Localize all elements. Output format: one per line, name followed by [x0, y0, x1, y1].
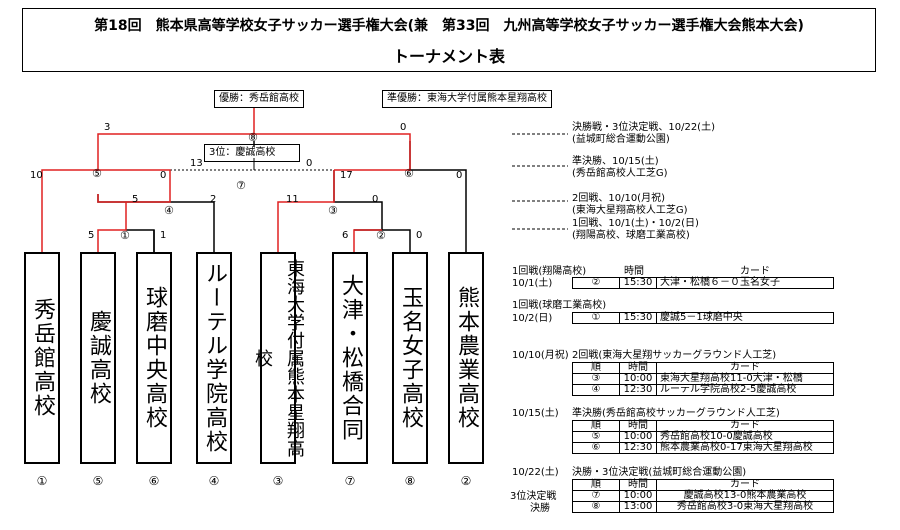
schedule-second-round: 2回戦、10/10(月祝)(東海大星翔高校人工芝G)	[572, 193, 688, 216]
line-shugakukan-win-a	[41, 169, 98, 252]
team-name: 秀岳館高校	[30, 298, 55, 418]
team-box: 球磨中央高校	[136, 252, 172, 464]
section-title: 1回戦(翔陽高校)	[512, 266, 587, 277]
team-box: 熊本農業高校	[448, 252, 484, 464]
score-qf-right-b: 0	[372, 194, 379, 205]
line-final-left	[97, 133, 254, 170]
sf-left-no: ⑤	[92, 167, 102, 180]
match-table: ② 15:30 大津・松橋６－０玉名女子	[572, 277, 834, 289]
team-name: ルーテル学院高校	[202, 262, 227, 454]
section-title: 決勝・3位決定戦(益城町総合運動公園)	[572, 467, 747, 478]
score-qf-left-b: 2	[210, 194, 217, 205]
team-position: ⑤	[92, 474, 104, 488]
table-row: ③ 10:00 東海大星翔高校11-0大津・松橋	[572, 373, 834, 385]
winner-box: 優勝：秀岳館高校	[214, 90, 304, 108]
table-row: ① 15:30 慶誠5－1球磨中央	[572, 312, 834, 324]
team-position: ②	[460, 474, 472, 488]
line-final-right	[254, 133, 411, 171]
score-sf-left-a: 10	[30, 170, 43, 181]
score-sf-right-a: 17	[340, 170, 353, 181]
match-table: ① 15:30 慶誠5－1球磨中央	[572, 312, 834, 324]
third-place-box: 3位：慶誠高校	[204, 144, 300, 162]
match-table: 順 時間 カード ③ 10:00 東海大星翔高校11-0大津・松橋 ④ 12:3…	[572, 362, 834, 396]
section-title: 1回戦(球磨工業高校)	[512, 300, 607, 311]
score-r1-right-b: 0	[416, 230, 423, 241]
qf-left-no: ④	[164, 204, 174, 217]
table-row: ⑧ 13:00 秀岳館高校3-0東海大星翔高校	[572, 501, 834, 513]
table-row: ⑤ 10:00 秀岳館高校10-0慶誠高校	[572, 431, 834, 443]
tournament-title: 第18回 熊本県高等学校女子サッカー選手権大会(兼 第33回 九州高等学校女子サ…	[94, 18, 804, 34]
team-position: ⑥	[148, 474, 160, 488]
team-position: ⑦	[344, 474, 356, 488]
team-box: 東海大学付属熊本星翔高校	[252, 252, 305, 464]
table-row: ④ 12:30 ルーテル学院高校2-5慶誠高校	[572, 384, 834, 396]
table-row: ⑦ 10:00 慶誠高校13-0熊本農業高校	[572, 490, 834, 502]
match-table: 順 時間 カード ⑤ 10:00 秀岳館高校10-0慶誠高校 ⑥ 12:30 熊…	[572, 420, 834, 454]
table-row: ⑥ 12:30 熊本農業高校0-17東海大星翔高校	[572, 442, 834, 454]
score-sf-left-b: 0	[160, 170, 167, 181]
team-box: ルーテル学院高校	[196, 252, 232, 464]
section-date: 10/1(土)	[512, 278, 553, 289]
schedule-semifinal: 準決勝、10/15(土)(秀岳館高校人工芝G)	[572, 156, 668, 179]
team-name: 慶誠高校	[86, 310, 111, 406]
sf-right-no: ⑥	[404, 167, 414, 180]
third-match-no: ⑦	[236, 179, 246, 192]
section-title: 2回戦(東海大星翔サッカーグラウンド人工芝)	[572, 350, 777, 361]
team-name: 玉名女子高校	[398, 286, 423, 430]
team-box: 慶誠高校	[80, 252, 116, 464]
team-name: 大津・松橋合同	[338, 274, 363, 442]
runner-up-box: 準優勝：東海大学付属熊本星翔高校	[382, 90, 552, 108]
col-header-time: 時間	[624, 266, 644, 277]
line-r1-left-win	[97, 202, 127, 252]
schedule-final: 決勝戦・3位決定戦、10/22(土)(益城町総合運動公園)	[572, 122, 715, 145]
score-final-right: 0	[400, 122, 407, 133]
r1-right-no: ②	[376, 229, 386, 242]
section-date: 10/2(日)	[512, 313, 553, 324]
line-qf-left-win	[97, 169, 171, 203]
team-position: ①	[36, 474, 48, 488]
row-label: 3位決定戦	[510, 491, 557, 502]
r1-left-no: ①	[120, 229, 130, 242]
section-date: 10/15(土)	[512, 408, 559, 419]
score-r1-left-a: 5	[88, 230, 95, 241]
team-position: ⑧	[404, 474, 416, 488]
table-row: ② 15:30 大津・松橋６－０玉名女子	[572, 277, 834, 289]
team-position: ④	[208, 474, 220, 488]
table-header-row: 順 時間 カード	[572, 420, 834, 432]
section-date: 10/10(月祝)	[512, 350, 569, 361]
match-table: 順 時間 カード ⑦ 10:00 慶誠高校13-0熊本農業高校 ⑧ 13:00 …	[572, 479, 834, 513]
title-box: 第18回 熊本県高等学校女子サッカー選手権大会(兼 第33回 九州高等学校女子サ…	[22, 8, 876, 72]
schedule-first-round: 1回戦、10/1(土)・10/2(日)(翔陽高校、球磨工業高校)	[572, 218, 699, 241]
score-qf-left-a: 5	[132, 194, 139, 205]
team-box: 玉名女子高校	[392, 252, 428, 464]
team-box: 秀岳館高校	[24, 252, 60, 464]
section-title: 準決勝(秀岳館高校サッカーグラウンド人工芝)	[572, 408, 780, 419]
section-date: 10/22(土)	[512, 467, 559, 478]
score-final-left: 3	[104, 122, 111, 133]
line-r1-right-win	[353, 229, 382, 252]
team-position: ③	[272, 474, 284, 488]
score-qf-right-a: 11	[286, 194, 299, 205]
tournament-subtitle: トーナメント表	[392, 47, 505, 66]
table-header-row: 順 時間 カード	[572, 362, 834, 374]
final-match-no: ⑧	[248, 131, 258, 144]
team-name: 熊本農業高校	[454, 286, 479, 430]
line-qf-right-win	[277, 170, 335, 252]
score-third-left: 13	[190, 158, 203, 169]
row-label: 決勝	[530, 503, 550, 514]
col-header-card: カード	[740, 266, 770, 277]
score-r1-left-b: 1	[160, 230, 167, 241]
score-sf-right-b: 0	[456, 170, 463, 181]
score-r1-right-a: 6	[342, 230, 349, 241]
qf-right-no: ③	[328, 204, 338, 217]
team-name: 球磨中央高校	[142, 286, 167, 430]
team-box: 大津・松橋合同	[332, 252, 368, 464]
table-header-row: 順 時間 カード	[572, 479, 834, 491]
score-third-right: 0	[306, 158, 313, 169]
